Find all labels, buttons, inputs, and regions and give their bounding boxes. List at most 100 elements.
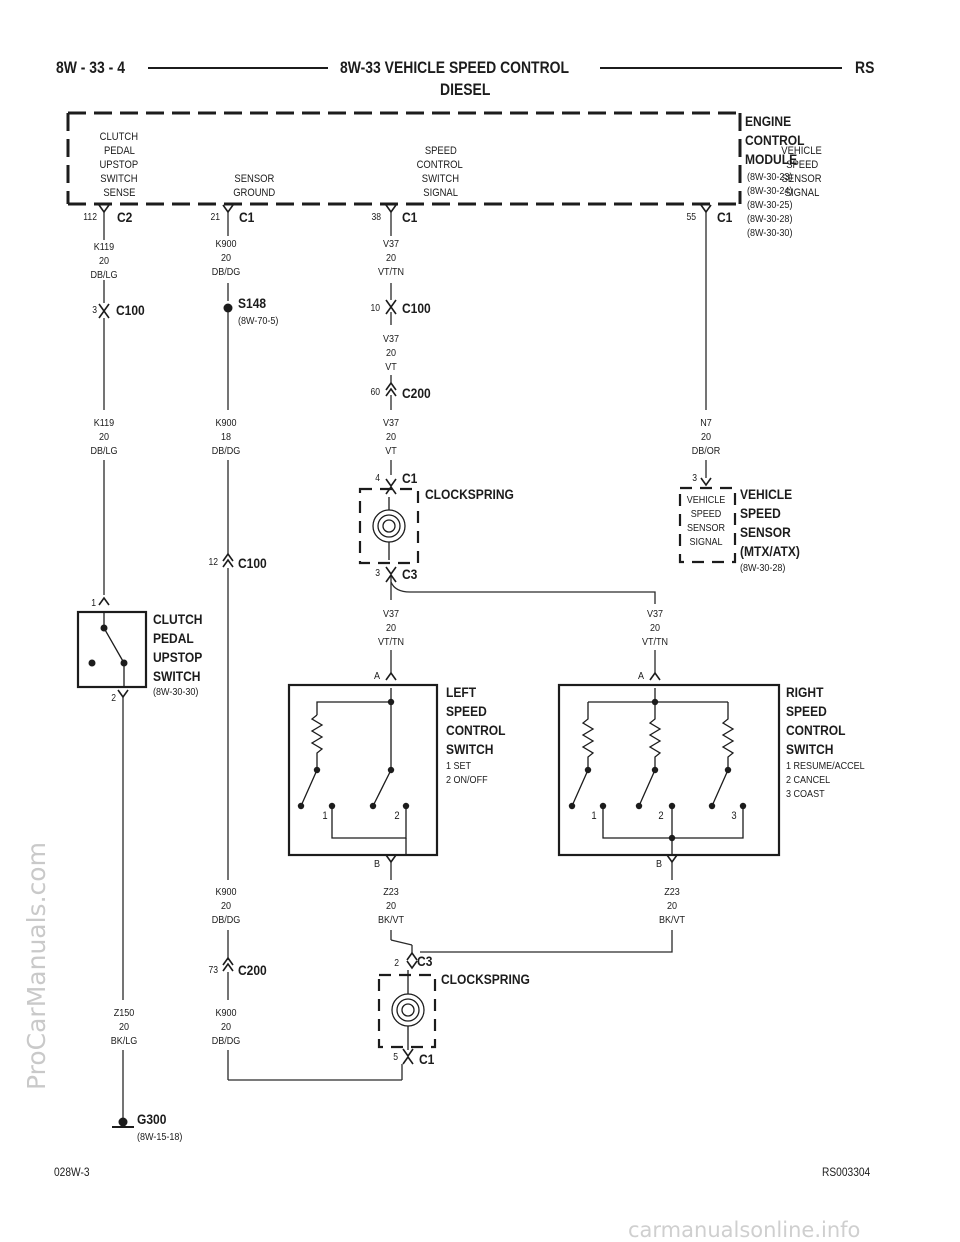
ecm-pin-clutch-label-3: SWITCH [100, 173, 137, 185]
clockspring-lower-name: CLOCKSPRING [441, 971, 530, 987]
wire-k119-a-1: 20 [99, 255, 110, 267]
ecm-pin-scsw-label-2: SWITCH [422, 173, 459, 185]
ecm-cavity-21: 21 [210, 211, 220, 222]
left-name-0: LEFT [446, 684, 476, 700]
svg-text:12: 12 [208, 556, 218, 567]
vss-name-1: SPEED [740, 505, 781, 521]
wire-v37-left-2: VT/TN [378, 636, 404, 648]
wire-v37-right-2: VT/TN [642, 636, 668, 648]
inline-connectors: 3 C100 10 C100 60 C200 12 C100 73 C200 [92, 299, 431, 978]
wire-z23-left-0: Z23 [383, 886, 399, 898]
wire-k900-d-2: DB/DG [212, 1035, 241, 1047]
clutch-name-2: UPSTOP [153, 649, 203, 665]
wire-v37-c-0: V37 [383, 417, 399, 429]
right-pos-3: 3 [731, 810, 737, 822]
wire-k119-b-0: K119 [94, 417, 114, 429]
page-title: 8W-33 VEHICLE SPEED CONTROL [340, 58, 569, 77]
wire-n7-0: N7 [700, 417, 712, 429]
right-pin-a: A [638, 670, 644, 682]
ecm-pin-scsw-label-1: CONTROL [417, 159, 463, 171]
connector-c100-k119: 3 C100 [92, 302, 145, 319]
left-name-3: SWITCH [446, 741, 493, 757]
wire-k119-a-2: DB/LG [90, 269, 117, 281]
right-legend-1: 2 CANCEL [786, 774, 831, 786]
right-name-0: RIGHT [786, 684, 823, 700]
ecm-conn-c1-a: C1 [239, 209, 254, 225]
wire-k900-c-2: DB/DG [212, 914, 241, 926]
clockspring-upper: 4 C1 3 C3 CLOCKSPRING [358, 470, 514, 583]
right-pos-1: 1 [591, 810, 597, 822]
ecm-conn-c2: C2 [117, 209, 132, 225]
clockspring-lower: 2 C3 5 C1 CLOCKSPRING [377, 952, 530, 1067]
left-pos-2: 2 [394, 810, 400, 822]
ecm-dashed-outline [66, 111, 742, 206]
wire-z23-left-2: BK/VT [378, 914, 404, 926]
wire-v37-a-1: 20 [386, 252, 397, 264]
left-legend-1: 2 ON/OFF [446, 774, 488, 786]
wire-z23-right-1: 20 [667, 900, 678, 912]
ecm-ref-0: (8W-30-23) [747, 171, 792, 183]
vss-name-3: (MTX/ATX) [740, 543, 800, 559]
ecm-cavity-55: 55 [686, 211, 696, 222]
wire-k900-b-1: 18 [221, 431, 232, 443]
connector-c100-v37: 10 C100 [370, 299, 431, 316]
figure-number: 028W-3 [54, 1165, 90, 1179]
ecm-pin-scsw-label-3: SIGNAL [423, 187, 458, 199]
ground-name: G300 [137, 1111, 166, 1127]
wire-v37-c-1: 20 [386, 431, 397, 443]
wire-z23-left-1: 20 [386, 900, 397, 912]
ecm-pin-ground-label-0: SENSOR [234, 173, 274, 185]
ecm-ref-3: (8W-30-28) [747, 213, 792, 225]
clutch-ref: (8W-30-30) [153, 686, 198, 698]
ecm-pin-vss-label-0: VEHICLE [781, 145, 822, 157]
ecm-name-2: MODULE [745, 151, 797, 167]
ecm-cavity-38: 38 [371, 211, 381, 222]
ecm-pin-vss-label-2: SENSOR [782, 173, 822, 185]
vss-cavity: 3 [692, 472, 697, 483]
right-name-3: SWITCH [786, 741, 833, 757]
svg-text:60: 60 [370, 386, 380, 397]
left-pin-b: B [374, 858, 380, 870]
ecm-labels: CLUTCH PEDAL UPSTOP SWITCH SENSE SENSOR … [99, 113, 821, 239]
connector-c200-v37: 60 C200 [370, 382, 431, 401]
wire-k119-b-2: DB/LG [90, 445, 117, 457]
wire-v37-left-1: 20 [386, 622, 397, 634]
wire-k900-a-1: 20 [221, 252, 232, 264]
wire-n7-2: DB/OR [692, 445, 721, 457]
wire-v37-b-0: V37 [383, 333, 399, 345]
svg-text:C100: C100 [402, 300, 431, 316]
wire-v37-right-0: V37 [647, 608, 663, 620]
vss-inner-1: SPEED [691, 508, 722, 520]
vss-name-0: VEHICLE [740, 486, 792, 502]
right-name-1: SPEED [786, 703, 827, 719]
wire-z23-right-2: BK/VT [659, 914, 685, 926]
wire-z23-right-0: Z23 [664, 886, 680, 898]
wire-v37-b-2: VT [385, 361, 397, 373]
vss-name-2: SENSOR [740, 524, 791, 540]
ecm-pin-clutch-label-0: CLUTCH [100, 131, 138, 143]
wire-z150-0: Z150 [114, 1007, 135, 1019]
wire-k900-c-1: 20 [221, 900, 232, 912]
right-pin-b: B [656, 858, 662, 870]
wire-k119-b-1: 20 [99, 431, 110, 443]
left-name-2: CONTROL [446, 722, 506, 738]
ecm-pin-vss-label-1: SPEED [786, 159, 818, 171]
wire-k900-a-0: K900 [215, 238, 237, 250]
splice-ref: (8W-70-5) [238, 315, 278, 327]
wire-network [103, 212, 707, 1122]
wire-k900-a-2: DB/DG [212, 266, 241, 278]
wire-k900-c-0: K900 [215, 886, 237, 898]
wire-z150-1: 20 [119, 1021, 130, 1033]
page-reference: 8W - 33 - 4 [56, 58, 125, 77]
svg-text:73: 73 [208, 964, 218, 975]
connector-c200-k900: 73 C200 [208, 957, 267, 978]
vss-inner-2: SENSOR [687, 522, 725, 534]
right-legend-2: 3 COAST [786, 788, 825, 800]
wire-labels: K119 20 DB/LG K900 20 DB/DG V37 20 VT/TN… [90, 238, 720, 1047]
wire-k900-d-1: 20 [221, 1021, 232, 1033]
wire-z150-2: BK/LG [111, 1035, 138, 1047]
cs2-bot-cavity: 5 [393, 1051, 398, 1062]
ecm-terminals: 112 C2 21 C1 38 C1 55 C1 [83, 204, 732, 225]
cs1-bot-conn: C3 [402, 566, 417, 582]
